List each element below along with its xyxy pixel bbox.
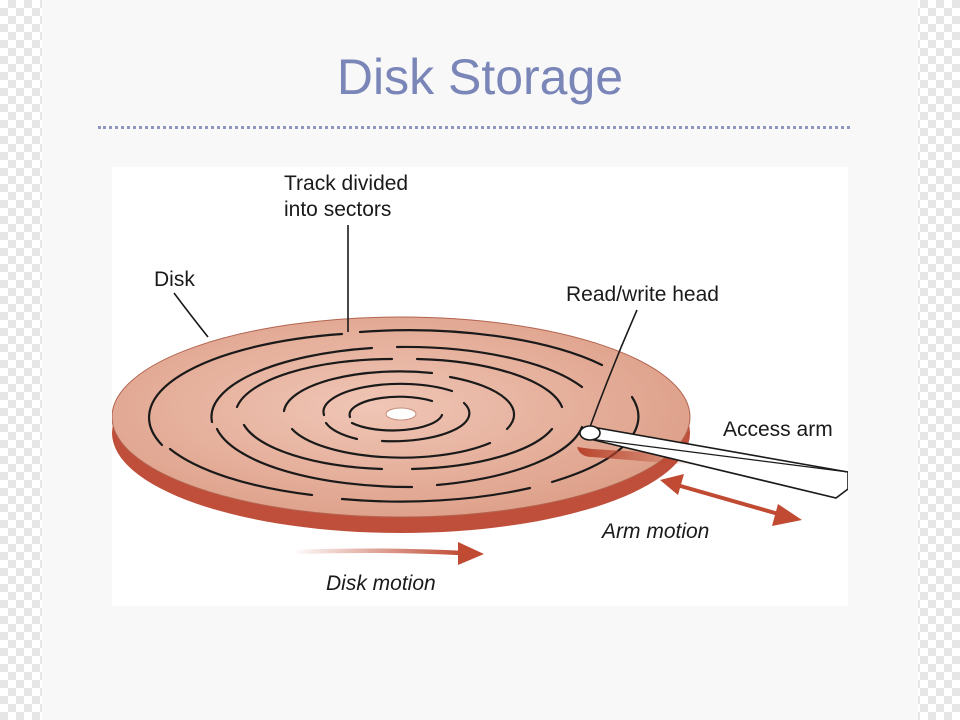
title-divider <box>98 126 850 129</box>
track-2 <box>322 382 471 443</box>
arm-motion-arrow <box>660 474 802 526</box>
slide-title: Disk Storage <box>336 49 624 105</box>
leader-disk <box>173 292 209 338</box>
head-shadow <box>577 447 692 465</box>
read-write-head <box>579 425 601 441</box>
disk-tracks <box>147 329 640 503</box>
disk-storage-diagram: Track divided into sectors Disk Read/wri… <box>112 167 848 606</box>
track-5 <box>210 345 584 489</box>
disk-motion-label: Disk motion <box>326 572 436 595</box>
disk-motion-arrow <box>291 542 484 565</box>
leader-lines <box>173 225 638 428</box>
leader-head <box>589 309 638 428</box>
arm-motion-label: Arm motion <box>602 520 710 543</box>
track-4 <box>235 357 564 471</box>
track-6 <box>147 329 640 503</box>
track-label: Track divided into sectors <box>284 172 409 221</box>
spindle-hole <box>385 407 417 421</box>
access-arm-label: Access arm <box>723 418 833 441</box>
access-arm <box>579 425 848 499</box>
track-1 <box>348 395 444 432</box>
read-write-head-label: Read/write head <box>566 283 719 306</box>
diagram-drawing <box>112 225 848 565</box>
disk-label: Disk <box>154 268 195 291</box>
track-3 <box>282 370 516 459</box>
slide: Disk Storage <box>42 0 918 720</box>
